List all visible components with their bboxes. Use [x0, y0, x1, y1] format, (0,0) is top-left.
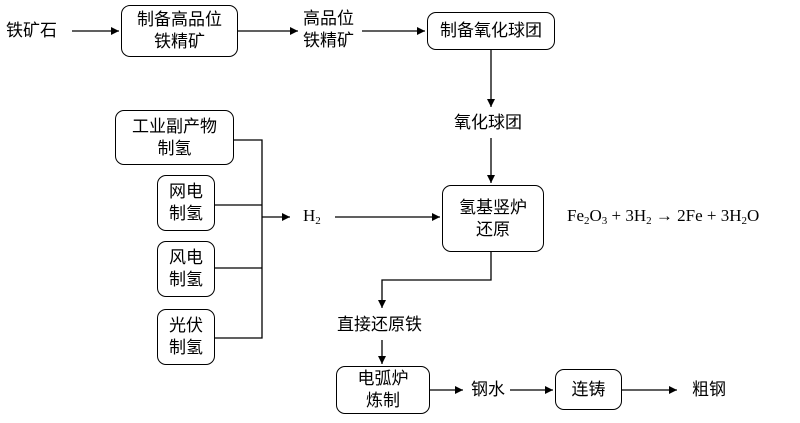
box-prepare-concentrate-line1: 制备高品位: [137, 10, 222, 30]
box-wind-power-h2: 风电 制氢: [157, 241, 215, 297]
label-crude-steel: 粗钢: [692, 380, 726, 400]
label-high-grade-concentrate: 高品位 铁精矿: [303, 8, 354, 52]
box-solar-h2-line1: 光伏: [169, 316, 203, 336]
hydrogen-subscript: 2: [315, 215, 321, 227]
label-direct-reduced-iron: 直接还原铁: [337, 315, 422, 335]
eq-sub-4: 2: [741, 215, 748, 227]
box-grid-h2-line1: 网电: [169, 182, 203, 202]
box-wind-h2-line1: 风电: [169, 248, 203, 268]
eq-sub-1: 2: [584, 215, 590, 227]
box-industrial-byproduct-h2: 工业副产物 制氢: [115, 110, 234, 165]
label-molten-steel: 钢水: [471, 380, 505, 400]
box-solar-pv-h2: 光伏 制氢: [157, 309, 215, 365]
box-prepare-concentrate-line2: 铁精矿: [154, 32, 205, 52]
reaction-equation: Fe2O3 + 3H2 → 2Fe + 3H2O: [567, 206, 759, 227]
box-shaft-furnace-line1: 氢基竖炉: [459, 197, 527, 218]
eq-part-1: Fe: [567, 206, 584, 225]
box-industrial-h2-line1: 工业副产物: [132, 116, 217, 137]
eq-part-4: → 2Fe + 3H: [651, 206, 742, 225]
box-prepare-concentrate: 制备高品位 铁精矿: [121, 5, 238, 57]
box-prepare-pellets: 制备氧化球团: [427, 12, 555, 50]
h2-collector-bracket: [215, 139, 263, 339]
label-iron-ore: 铁矿石: [6, 21, 57, 41]
eq-part-3: + 3H: [607, 206, 647, 225]
eq-sub-2: 3: [601, 215, 608, 227]
label-oxidized-pellets: 氧化球团: [454, 113, 522, 133]
box-eaf-line2: 炼制: [366, 391, 400, 411]
box-electric-arc-furnace: 电弧炉 炼制: [336, 366, 430, 414]
eq-sub-3: 2: [646, 215, 652, 227]
box-industrial-h2-line2: 制氢: [157, 138, 192, 159]
hydrogen-symbol: H: [303, 206, 316, 225]
eq-part-5: O: [747, 206, 760, 225]
label-hydrogen: H2: [303, 206, 321, 227]
box-solar-h2-line2: 制氢: [169, 338, 203, 358]
box-wind-h2-line2: 制氢: [169, 270, 203, 290]
box-continuous-casting: 连铸: [555, 369, 622, 410]
box-eaf-line1: 电弧炉: [357, 369, 409, 389]
arrow-furnace-to-dri: [378, 252, 492, 308]
box-grid-h2-line2: 制氢: [169, 204, 203, 224]
label-concentrate-line1: 高品位: [303, 9, 354, 29]
box-prepare-pellets-text: 制备氧化球团: [440, 21, 542, 41]
eq-part-2: O: [589, 206, 602, 225]
box-shaft-furnace-line2: 还原: [476, 219, 510, 240]
label-concentrate-line2: 铁精矿: [303, 31, 354, 51]
box-hydrogen-shaft-furnace: 氢基竖炉 还原: [442, 185, 544, 252]
box-grid-power-h2: 网电 制氢: [157, 175, 215, 231]
box-casting-text: 连铸: [571, 379, 606, 400]
